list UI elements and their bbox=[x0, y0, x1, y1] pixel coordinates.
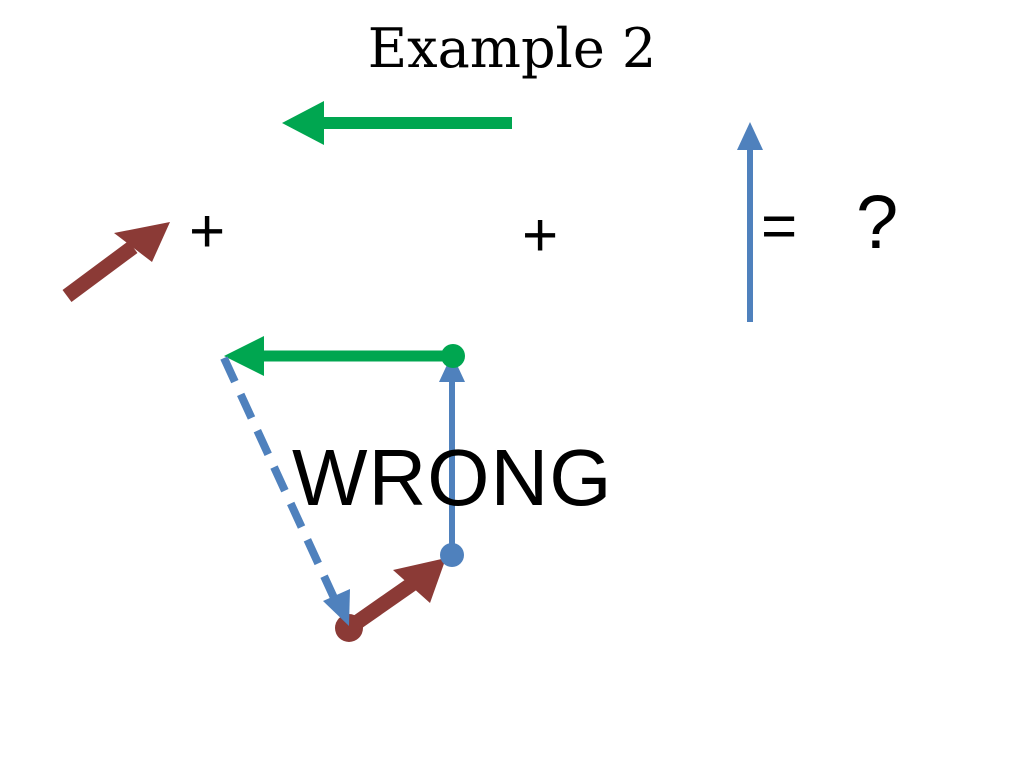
plus-sign-2: + bbox=[522, 201, 559, 270]
wrong-label: WRONG bbox=[292, 433, 613, 522]
plus-sign-1: + bbox=[189, 197, 226, 266]
question-mark: ? bbox=[856, 180, 899, 265]
red-vector-placed bbox=[335, 558, 446, 642]
blue-resultant-dashed bbox=[220, 356, 350, 626]
blue-vector-placed bbox=[439, 354, 465, 567]
slide-title: Example 2 bbox=[367, 17, 657, 80]
green-vector-given bbox=[282, 101, 512, 145]
blue-vector-given bbox=[737, 122, 763, 322]
red-vector-given bbox=[62, 222, 170, 303]
equals-sign: = bbox=[761, 192, 798, 261]
green-vector-placed bbox=[224, 336, 465, 376]
